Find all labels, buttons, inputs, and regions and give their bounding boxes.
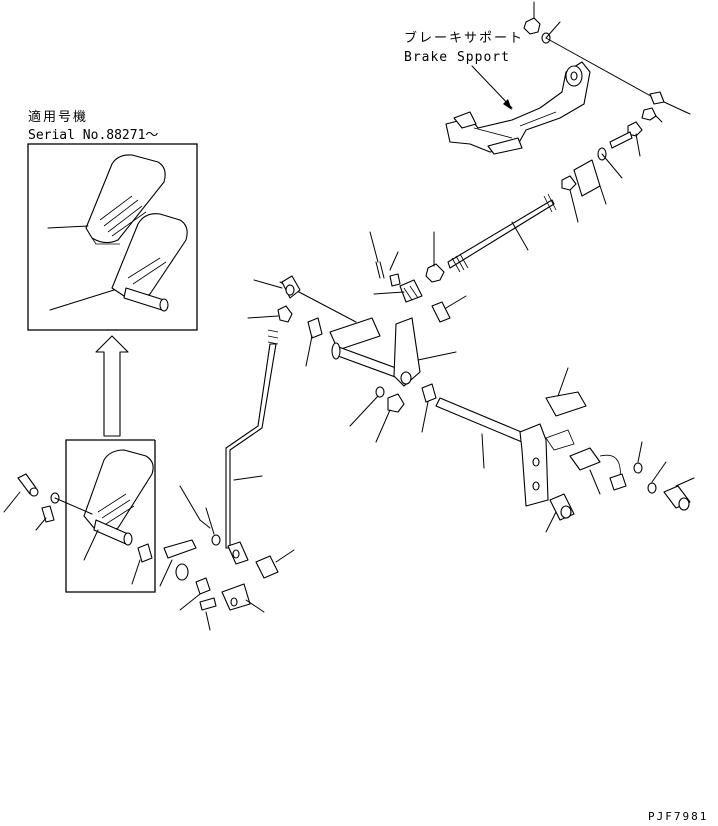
switch-nut [633,441,643,474]
clevis-nut [425,231,445,283]
inset-new-pedal [27,143,198,331]
support-label-leader [471,65,513,109]
link-bolt [255,549,295,579]
serial-note-english: Serial No.88271～ [28,128,158,143]
shaft-nut [375,393,405,443]
top-washer [541,21,659,101]
brake-rod [447,193,557,273]
split-pin [369,231,385,279]
lever-arm [159,539,197,587]
rod-nut [561,175,579,223]
lower-pedal-box [65,439,156,593]
turnbuckle [573,147,623,205]
mount-bolt-center [545,493,575,533]
serial-note-japanese: 適用号機 [28,109,88,125]
pedal-shaft [279,281,457,387]
clevis-pin [389,251,401,287]
spring-pin [179,485,211,529]
collar-left [131,543,153,585]
shaft-collar [421,383,437,433]
shaft-washer [349,386,385,427]
shaft-bushing [305,317,323,367]
switch-bracket [545,367,587,451]
nut-upper [247,305,293,323]
support-label-english: Brake Spport [404,50,510,65]
washer-left [50,492,93,515]
bushing-left [35,505,55,531]
inset-arrow [95,335,129,437]
clevis [373,279,423,303]
yoke-pin [199,597,217,631]
support-label-japanese: ブレーキサポート [404,30,524,46]
top-nut [523,1,541,35]
clevis-bolt [431,295,467,323]
adjuster-nut-pair [609,107,663,157]
spacer [179,577,211,611]
link-plate [227,541,249,565]
grease-fitting [3,473,39,513]
brake-support-bracket [445,61,591,155]
mount-bolt-right [663,477,695,511]
cross-shaft [435,397,549,507]
elbow-fitting [253,275,301,299]
brake-switch [569,447,627,495]
drawing-code: PJF7981 [648,810,708,823]
bracket-bolt [649,91,691,115]
switch-washer [647,461,667,494]
washer-mid [205,507,221,546]
control-rod [225,329,279,549]
yoke [221,583,265,613]
